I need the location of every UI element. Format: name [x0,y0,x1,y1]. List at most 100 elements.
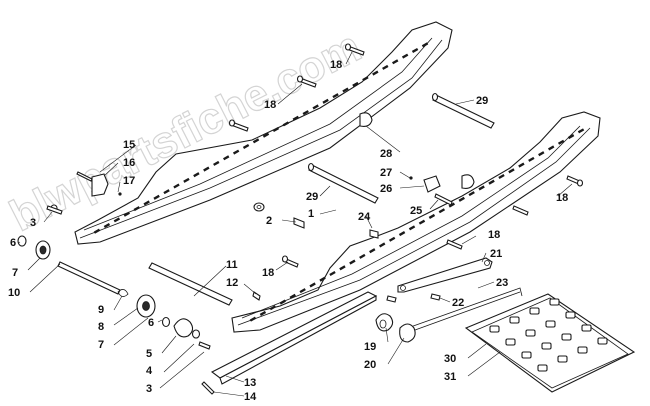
rail-slot [369,248,376,254]
rail-slot [93,228,101,234]
cap-screw-upper [296,75,317,88]
rail-slot [438,208,446,214]
rail-slot [289,293,296,299]
pivot-block [409,175,453,206]
rail-slot [557,139,565,145]
callout-29-lower: 29 [306,191,318,203]
track-lug [565,311,576,319]
rail-slot [498,173,505,180]
track-lug [509,316,520,324]
callout-7-right: 7 [98,339,104,351]
callout-18-right: 18 [556,192,568,204]
left-bearing-stack [17,204,63,260]
rail-slot [372,70,379,76]
tie-rod [401,287,523,335]
rail-slot [133,206,140,212]
rail-slot [143,200,150,206]
callout-3-lower: 3 [146,383,152,395]
rail-slot [259,310,267,316]
rail-slot [488,179,495,185]
callout-4: 4 [146,365,153,377]
rail-slot [421,42,429,48]
front-axle [57,261,121,295]
front-mount-bracket [76,171,122,197]
rail-slot [203,166,210,172]
middle-cross-shaft [307,162,379,204]
rail-slot [269,305,277,311]
track-lug [577,346,588,354]
rail-slot [448,202,455,208]
rail-slot [242,143,250,149]
right-bearing-stack [117,289,211,350]
cap-screw-top [344,43,365,56]
callout-22: 22 [452,297,464,309]
rail-slot [322,98,329,104]
rail-slot [342,87,349,93]
callout-13: 13 [244,377,256,389]
rail-slot [163,189,170,195]
rail-slot [518,162,525,168]
rail-slot [528,156,535,162]
callout-21: 21 [490,248,502,260]
lock-nut [369,229,379,239]
rail-slot [272,127,280,133]
track-lug [529,307,540,315]
callout-27: 27 [380,167,392,179]
callout-28: 28 [380,148,392,160]
callout-19: 19 [364,341,376,353]
rail-slot [577,128,585,134]
rail-slot [352,81,359,87]
rail-slot [329,270,336,277]
rail-slot [468,191,475,197]
rail-slot [299,288,306,294]
callout-10: 10 [8,287,20,299]
rail-slot [252,138,260,144]
rail-slot [292,115,299,121]
track-lug [537,364,548,372]
rail-slot [319,276,326,282]
rail-slot [309,282,316,288]
wear-strip [210,291,378,385]
rail-slot [262,132,270,138]
callout-1: 1 [308,208,314,220]
rail-slot [339,265,346,271]
rail-slot [282,121,290,127]
rail-slot [279,299,286,305]
callout-18-top: 18 [330,59,342,71]
rail-slot [103,223,111,229]
rail-slot [173,183,180,189]
track-lug [557,355,568,363]
leader-lines [17,51,573,397]
callout-12: 12 [226,277,238,289]
rail-slot [332,93,339,99]
rail-slot [302,110,309,116]
rail-slot [223,155,230,161]
torsion-spring [375,313,394,332]
rail-slot [388,236,396,242]
track-lug [541,342,552,350]
track-lug [549,298,560,306]
rail-slot [193,172,200,178]
callout-5: 5 [146,348,152,360]
callout-18-upper: 18 [264,99,276,111]
rail-slot [312,104,319,110]
track-lug [561,333,572,341]
callout-31: 31 [444,371,456,383]
right-rail-slots [249,128,585,322]
callout-24: 24 [358,211,371,223]
bushing-rear [359,112,475,189]
track-lug [525,329,536,337]
rail-slot [232,149,240,155]
track-lug [581,324,592,332]
rail-slot [392,59,399,65]
rail-slot [113,217,121,223]
callout-30: 30 [444,353,456,365]
rail-slot [508,168,515,174]
callout-3-upper: 3 [30,217,36,229]
rail-slot [408,225,416,231]
callout-11: 11 [226,259,238,271]
left-rail-slots [93,42,429,234]
spacer-washer [253,202,305,229]
rail-slot [123,211,130,217]
